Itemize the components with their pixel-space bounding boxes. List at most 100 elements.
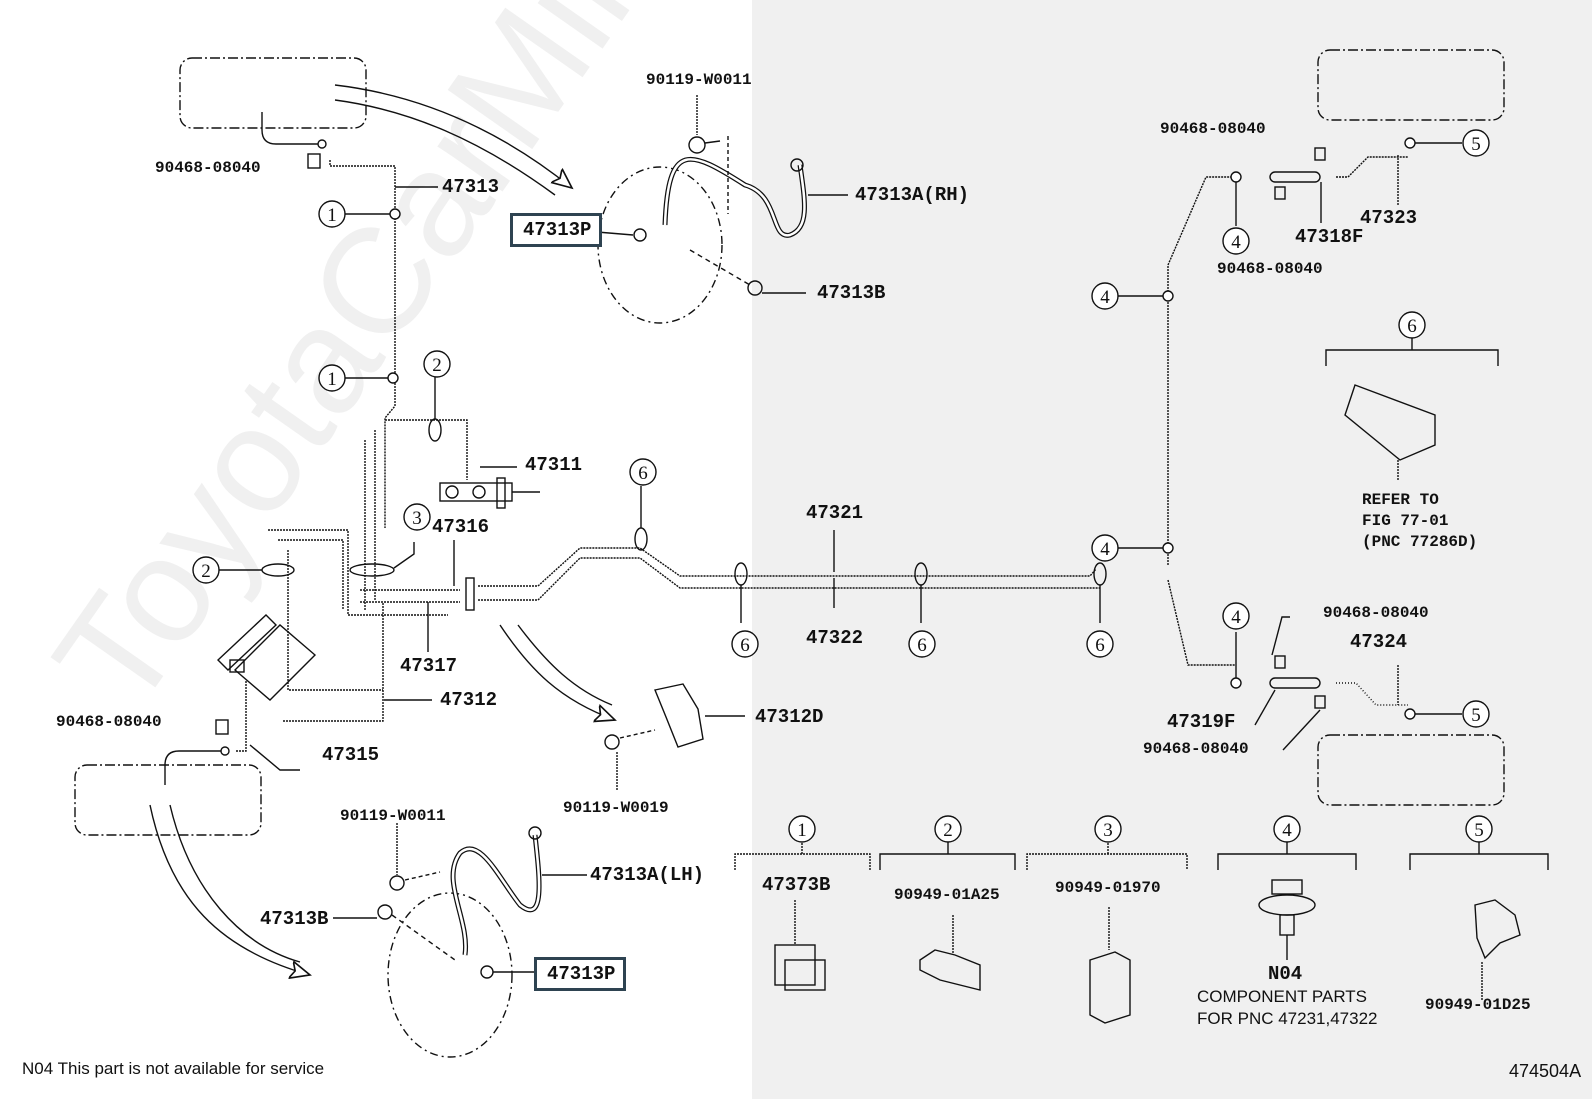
callout-4 bbox=[1273, 815, 1301, 843]
legend-part-2[interactable]: 90949-01A25 bbox=[894, 886, 1000, 904]
callout-4 bbox=[1091, 282, 1119, 310]
part-label-47315[interactable]: 47315 bbox=[322, 744, 380, 766]
part-label-47321[interactable]: 47321 bbox=[806, 502, 864, 524]
part-label-47323[interactable]: 47323 bbox=[1360, 207, 1418, 229]
callout-1 bbox=[788, 815, 816, 843]
part-label-90468-08040[interactable]: 90468-08040 bbox=[1143, 740, 1249, 758]
clip-47373B-icon bbox=[774, 944, 816, 986]
part-label-90468-08040[interactable]: 90468-08040 bbox=[155, 159, 261, 177]
callout-1-text: 1 bbox=[327, 369, 337, 390]
callout-2 bbox=[192, 556, 220, 584]
legend-part-3[interactable]: 90949-01970 bbox=[1055, 879, 1161, 897]
footnote: N04 This part is not available for servi… bbox=[22, 1059, 325, 1078]
wheel-outline-front-left-lower bbox=[74, 764, 262, 836]
detail-circle-lh bbox=[387, 892, 513, 1058]
wheel-outline-rear-right bbox=[1317, 49, 1505, 121]
callout-circles bbox=[192, 129, 1493, 843]
callout-6-text: 6 bbox=[638, 463, 648, 484]
part-label-47322[interactable]: 47322 bbox=[806, 627, 864, 649]
abs-actuator bbox=[216, 614, 278, 671]
clip-N04-icon bbox=[1258, 894, 1316, 916]
clip-90949-01970-icon bbox=[1089, 951, 1131, 1024]
part-label-47312D[interactable]: 47312D bbox=[755, 706, 824, 728]
assembly-arrow-mid bbox=[499, 624, 615, 720]
clip-77286D-icon bbox=[1344, 384, 1436, 461]
part-label-47313B[interactable]: 47313B bbox=[260, 908, 329, 930]
part-label-90468-08040[interactable]: 90468-08040 bbox=[56, 713, 162, 731]
highlighted-part-47313P-top[interactable]: 47313P bbox=[510, 213, 603, 247]
wheel-outline-rear-left bbox=[1317, 734, 1505, 806]
figure-id: 474504A bbox=[1509, 1061, 1582, 1081]
part-label-47318F[interactable]: 47318F bbox=[1295, 226, 1364, 248]
callout-6-text: 6 bbox=[917, 635, 927, 656]
clip-icon bbox=[307, 153, 321, 169]
callout-6-text: 6 bbox=[1095, 635, 1105, 656]
part-label-90119-W0019[interactable]: 90119-W0019 bbox=[563, 799, 669, 817]
callout-1 bbox=[318, 200, 346, 228]
part-label-47313A-LH[interactable]: 47313A(LH) bbox=[590, 864, 705, 886]
hose-stub bbox=[261, 112, 318, 145]
callout-6-text: 6 bbox=[1407, 316, 1417, 337]
assembly-arrow-top bbox=[334, 84, 572, 188]
callout-1-text: 1 bbox=[797, 820, 807, 841]
callout-3 bbox=[403, 503, 431, 531]
brake-line-47322 bbox=[478, 557, 1100, 601]
hose-47313A-rh bbox=[662, 156, 807, 238]
highlighted-part-47313P-bottom[interactable]: 47313P bbox=[534, 957, 627, 991]
legend-part-1[interactable]: 47373B bbox=[762, 874, 831, 896]
bracket-47312D bbox=[654, 683, 704, 748]
callout-4-text: 4 bbox=[1282, 820, 1292, 841]
callout-5-text: 5 bbox=[1471, 705, 1481, 726]
part-label-47313A-RH[interactable]: 47313A(RH) bbox=[855, 184, 970, 206]
part-label-90119-W0011[interactable]: 90119-W0011 bbox=[340, 807, 446, 825]
callout-4-text: 4 bbox=[1231, 232, 1241, 253]
brake-line-47313 bbox=[329, 160, 396, 528]
refer-note: REFER TO FIG 77-01 (PNC 77286D) bbox=[1362, 490, 1477, 552]
callout-2-text: 2 bbox=[201, 561, 211, 582]
part-label-90468-08040[interactable]: 90468-08040 bbox=[1160, 120, 1266, 138]
callout-3 bbox=[1094, 815, 1122, 843]
clip-90949-01A25-icon bbox=[919, 949, 981, 991]
callout-2 bbox=[423, 350, 451, 378]
legend-part-5[interactable]: 90949-01D25 bbox=[1425, 996, 1531, 1014]
part-label-47311[interactable]: 47311 bbox=[525, 454, 583, 476]
callout-5 bbox=[1462, 129, 1490, 157]
part-label-90119-W0011[interactable]: 90119-W0011 bbox=[646, 71, 752, 89]
part-label-47317[interactable]: 47317 bbox=[400, 655, 458, 677]
part-label-47319F[interactable]: 47319F bbox=[1167, 711, 1236, 733]
brake-line-47321 bbox=[478, 547, 1097, 587]
refer-line-2[interactable]: FIG 77-01 bbox=[1362, 511, 1449, 530]
callout-4-text: 4 bbox=[1231, 607, 1241, 628]
part-label-47316[interactable]: 47316 bbox=[432, 516, 490, 538]
clip-90949-01D25-icon bbox=[1474, 899, 1521, 960]
callout-6 bbox=[1398, 311, 1426, 339]
callout-6 bbox=[1086, 630, 1114, 658]
callout-4-text: 4 bbox=[1100, 287, 1110, 308]
refer-line-3[interactable]: (PNC 77286D) bbox=[1362, 532, 1478, 551]
callout-6-text: 6 bbox=[740, 635, 750, 656]
callout-4 bbox=[1222, 227, 1250, 255]
legend-note-4-line2: FOR PNC 47231,47322 bbox=[1197, 1009, 1378, 1028]
part-label-47312[interactable]: 47312 bbox=[440, 689, 498, 711]
callout-4 bbox=[1091, 534, 1119, 562]
part-label-47313[interactable]: 47313 bbox=[442, 176, 500, 198]
assembly-arrow-bottom bbox=[149, 804, 310, 975]
callout-5 bbox=[1462, 700, 1490, 728]
part-label-90468-08040[interactable]: 90468-08040 bbox=[1217, 260, 1323, 278]
callout-4 bbox=[1222, 602, 1250, 630]
part-label-47313B[interactable]: 47313B bbox=[817, 282, 886, 304]
legend-part-4[interactable]: N04 bbox=[1268, 963, 1303, 985]
union-block bbox=[465, 577, 475, 611]
part-label-90468-08040[interactable]: 90468-08040 bbox=[1323, 604, 1429, 622]
callout-5 bbox=[1465, 815, 1493, 843]
part-label-47324[interactable]: 47324 bbox=[1350, 631, 1408, 653]
callout-2-text: 2 bbox=[432, 355, 442, 376]
callout-4-text: 4 bbox=[1100, 539, 1110, 560]
callout-2 bbox=[934, 815, 962, 843]
callout-3-text: 3 bbox=[1103, 820, 1113, 841]
callout-6 bbox=[629, 458, 657, 486]
callout-6 bbox=[731, 630, 759, 658]
callout-5-text: 5 bbox=[1474, 820, 1484, 841]
callout-1-text: 1 bbox=[327, 205, 337, 226]
